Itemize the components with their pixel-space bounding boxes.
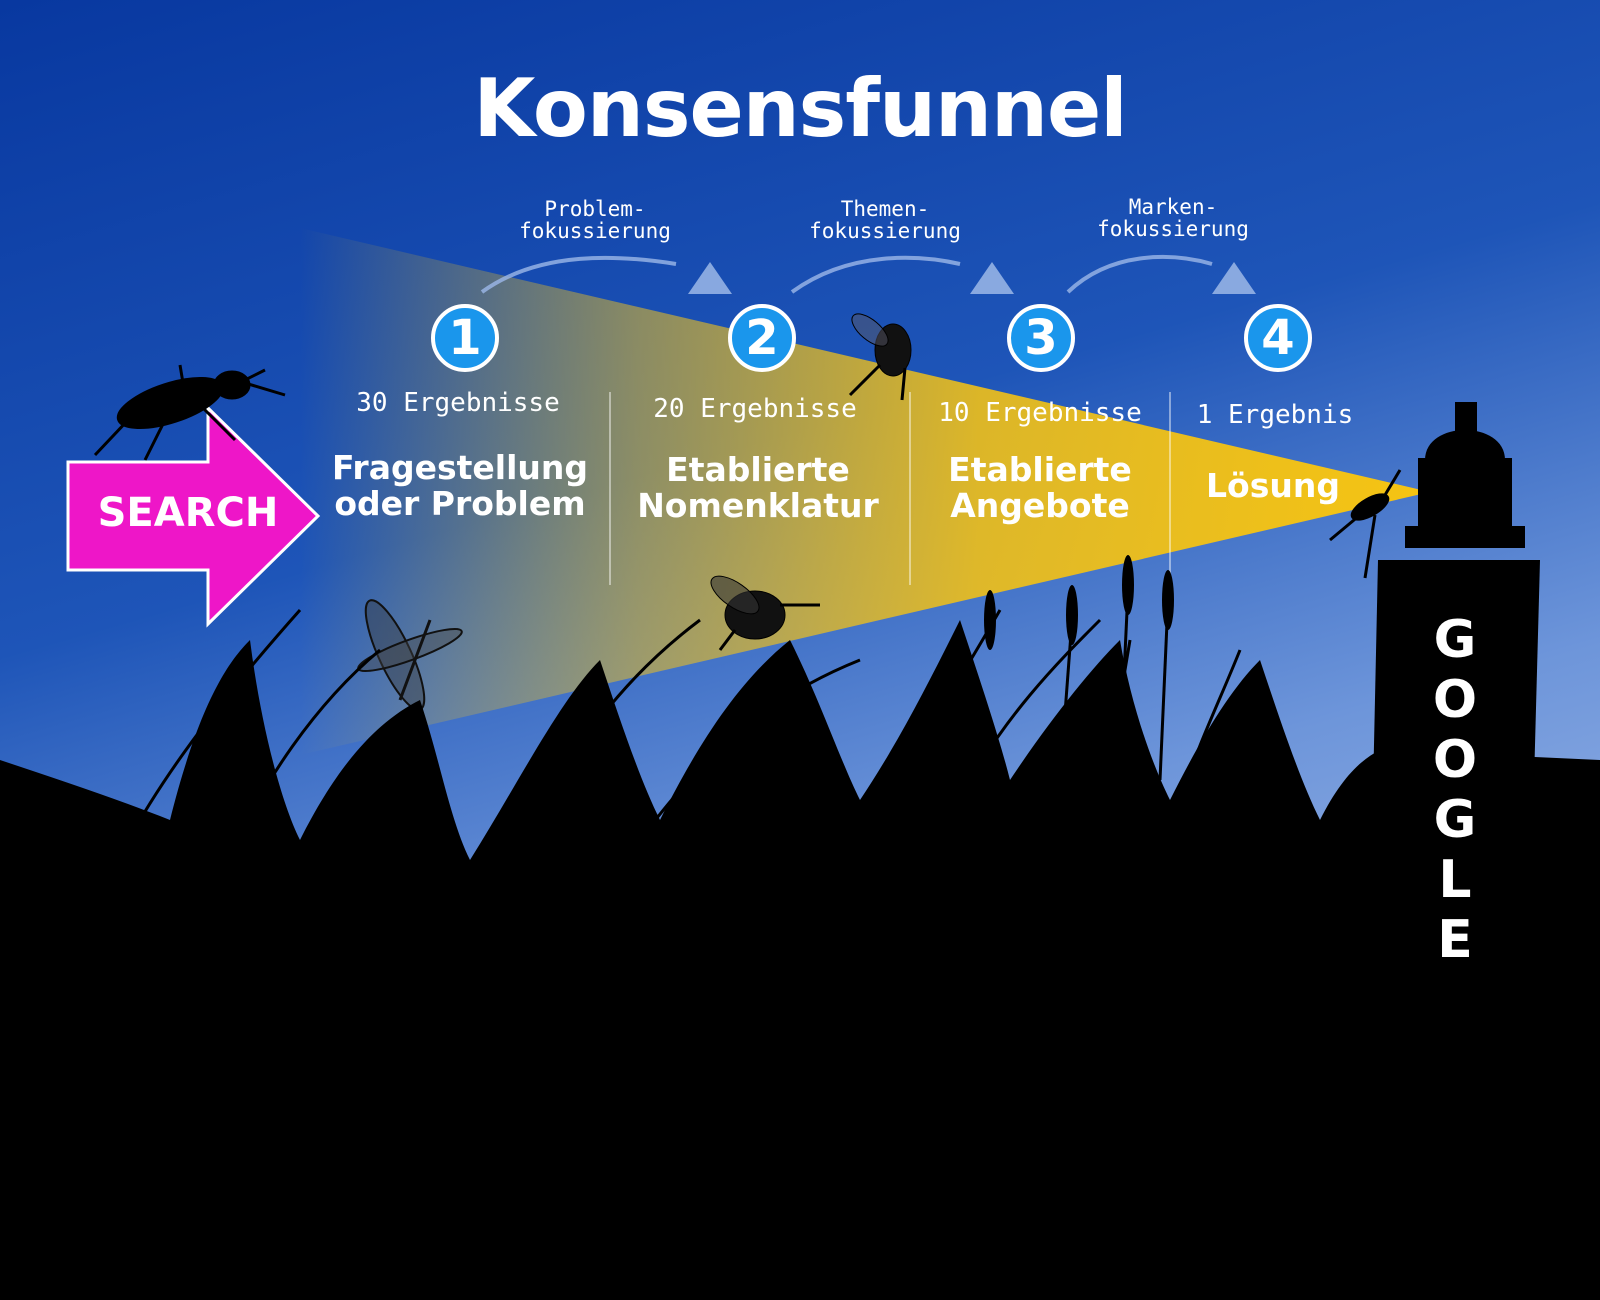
search-label: SEARCH xyxy=(97,490,279,536)
mosquito-silhouette xyxy=(93,364,286,461)
dragonfly-silhouette xyxy=(357,599,463,711)
badge-4 xyxy=(1244,304,1312,372)
stage-label-2: Etablierte Nomenklatur xyxy=(608,452,908,524)
stage-number-4: 4 xyxy=(1261,310,1295,366)
transition-label-1: Problem- fokussierung xyxy=(485,198,705,242)
grass-blades xyxy=(98,589,1242,901)
transition-label-line2: fokussierung xyxy=(809,219,961,243)
lighthouse-silhouette xyxy=(1362,402,1540,1300)
stage-number-3: 3 xyxy=(1024,310,1058,366)
lighthouse-letter: E xyxy=(1437,910,1473,970)
funnel-beam xyxy=(300,228,1430,755)
stage-label-4: Lösung xyxy=(1123,468,1423,504)
lighthouse-letter: O xyxy=(1432,730,1478,790)
fly-silhouette-2 xyxy=(710,575,820,651)
transition-arrow xyxy=(480,255,1213,294)
transition-arrowheads xyxy=(688,262,1256,294)
fly-silhouette xyxy=(848,313,912,401)
stage-label-line1: Etablierte xyxy=(666,450,850,489)
stage-count-3: 10 Ergebnisse xyxy=(938,398,1142,428)
page-title: Konsensfunnel xyxy=(473,62,1127,155)
search-arrow xyxy=(66,404,321,628)
lighthouse-letter: O xyxy=(1432,670,1478,730)
transition-label-line1: Problem- xyxy=(544,197,646,221)
transition-label-line1: Marken- xyxy=(1128,195,1218,219)
badge-3 xyxy=(1007,304,1075,372)
stage-number-2: 2 xyxy=(745,310,779,366)
stage-label-line2: Angebote xyxy=(950,486,1130,525)
mosquito-silhouette-2 xyxy=(1329,469,1402,579)
stage-label-1: Fragestellung oder Problem xyxy=(310,450,610,522)
badge-2 xyxy=(728,304,796,372)
transition-label-line2: fokussierung xyxy=(1097,217,1249,241)
stage-count-2: 20 Ergebnisse xyxy=(653,394,857,424)
stage-number-1: 1 xyxy=(448,310,482,366)
stage-count-1: 30 Ergebnisse xyxy=(356,388,560,418)
stage-label-3: Etablierte Angebote xyxy=(890,452,1190,524)
grass-heads xyxy=(984,555,1174,650)
lighthouse-letter: L xyxy=(1438,850,1472,910)
lighthouse-letter: G xyxy=(1433,790,1477,850)
transition-label-2: Themen- fokussierung xyxy=(775,198,995,242)
stage-label-line1: Etablierte xyxy=(948,450,1132,489)
grass-silhouette xyxy=(0,620,1600,1300)
transition-label-line1: Themen- xyxy=(840,197,930,221)
stage-count-4: 1 Ergebnis xyxy=(1196,400,1354,430)
transition-label-line2: fokussierung xyxy=(519,219,671,243)
transition-label-3: Marken- fokussierung xyxy=(1063,196,1283,240)
stage-label-line1: Lösung xyxy=(1206,466,1340,505)
stage-label-line1: Fragestellung xyxy=(331,448,588,487)
badge-1 xyxy=(431,304,499,372)
lighthouse-letter: G xyxy=(1433,610,1477,670)
stage-label-line2: Nomenklatur xyxy=(637,486,879,525)
stage-label-line2: oder Problem xyxy=(334,484,586,523)
